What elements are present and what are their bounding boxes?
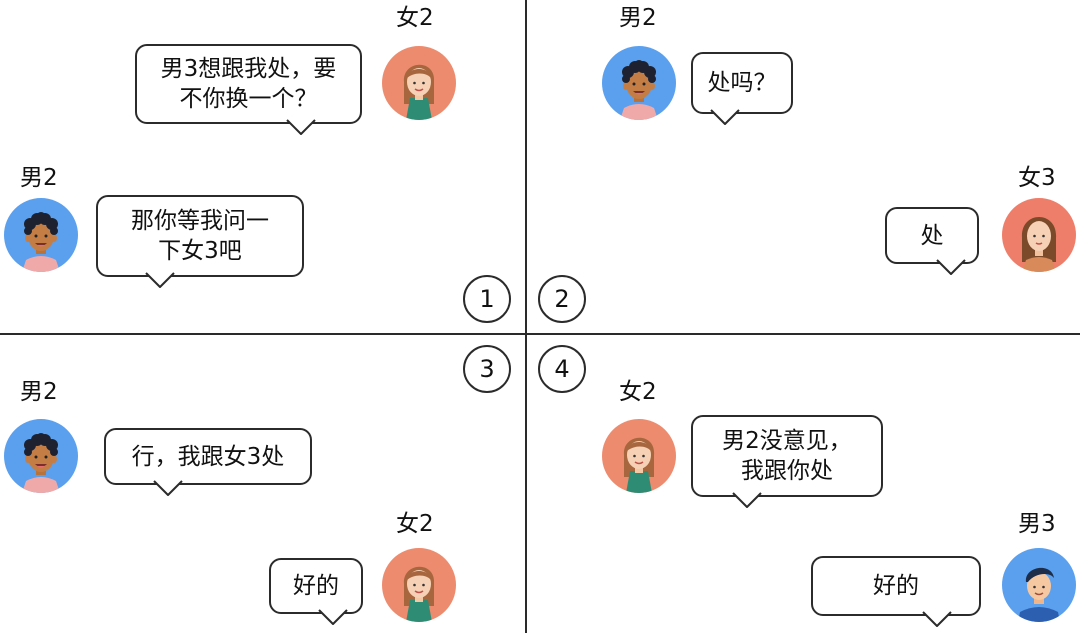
speaker-name: 男3 xyxy=(1018,511,1056,537)
panel-number: 3 xyxy=(463,345,511,393)
speaker-name: 女2 xyxy=(396,5,434,31)
speaker-name: 女2 xyxy=(396,511,434,537)
speaker-name: 女2 xyxy=(619,379,657,405)
speech-bubble: 行，我跟女3处 xyxy=(104,428,312,496)
bubble-text: 好的 xyxy=(873,573,919,599)
horizontal-divider xyxy=(0,333,1080,335)
bubble-text: 处 xyxy=(920,222,944,249)
speaker-name: 男2 xyxy=(20,379,58,405)
speech-bubble: 好的 xyxy=(269,558,363,625)
speech-bubble: 好的 xyxy=(811,556,981,627)
panel-number: 1 xyxy=(463,275,511,323)
bubble-text: 处吗？ xyxy=(707,70,777,96)
speech-bubble: 那你等我问一 下女3吧 xyxy=(96,195,304,288)
bubble-text: 男2没意见， 我跟你处 xyxy=(722,428,852,484)
woman-avatar-icon xyxy=(1002,198,1076,272)
girl-avatar-icon xyxy=(602,419,676,493)
curly-boy-avatar-icon xyxy=(602,46,676,120)
boy-avatar-icon xyxy=(1002,548,1076,622)
speech-bubble: 处 xyxy=(885,207,979,275)
bubble-text: 男3想跟我处，要 不你换一个？ xyxy=(160,56,337,112)
curly-boy-avatar-icon xyxy=(4,419,78,493)
vertical-divider xyxy=(525,0,527,633)
speech-bubble: 男2没意见， 我跟你处 xyxy=(691,415,883,508)
girl-avatar-icon xyxy=(382,548,456,622)
speaker-name: 男2 xyxy=(619,5,657,31)
speaker-name: 男2 xyxy=(20,165,58,191)
bubble-text: 那你等我问一 下女3吧 xyxy=(131,208,269,264)
girl-avatar-icon xyxy=(382,46,456,120)
bubble-text: 好的 xyxy=(293,573,339,599)
speech-bubble: 男3想跟我处，要 不你换一个？ xyxy=(135,44,362,135)
speech-bubble: 处吗？ xyxy=(691,52,793,125)
curly-boy-avatar-icon xyxy=(4,198,78,272)
speaker-name: 女3 xyxy=(1018,165,1056,191)
panel-number: 2 xyxy=(538,275,586,323)
panel-number: 4 xyxy=(538,345,586,393)
bubble-text: 行，我跟女3处 xyxy=(131,443,285,470)
